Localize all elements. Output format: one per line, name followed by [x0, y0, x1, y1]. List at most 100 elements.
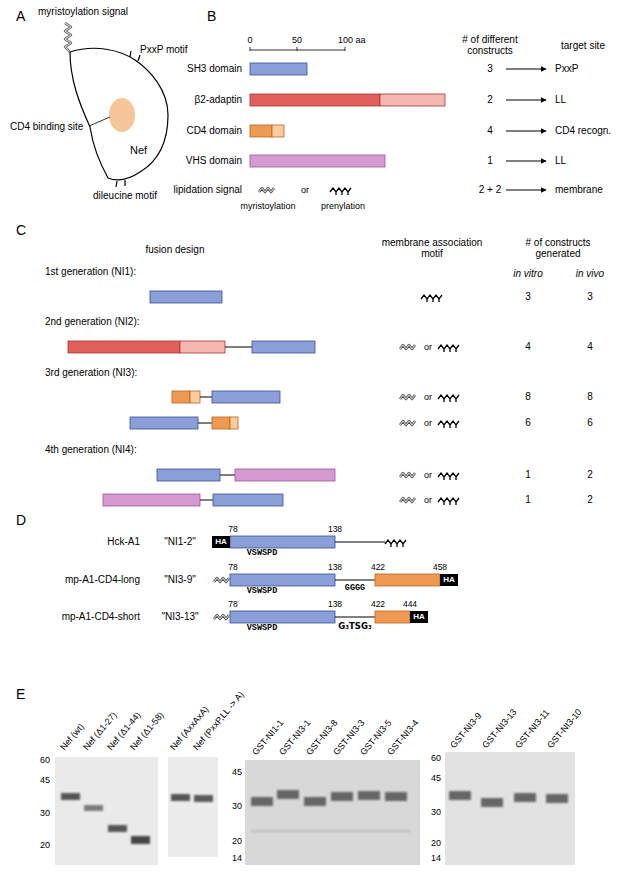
cd4-bar [375, 611, 410, 623]
count: 1 [487, 155, 493, 167]
construct-id: "NI3-13" [161, 611, 198, 623]
count: 2 [587, 494, 593, 506]
protein-outline-shape [60, 42, 175, 187]
cd4-bar [172, 391, 190, 403]
annotation: PxxP motif [140, 44, 188, 56]
sh3-bar [250, 63, 307, 75]
gel-bands [449, 791, 568, 807]
myristoyl-icon [214, 615, 229, 619]
mw-marker: 20 [40, 840, 50, 850]
lane-label: GST-NI3-9 [448, 710, 484, 750]
myristoyl-icon [214, 578, 229, 582]
linker-sequence: G₃TSG₃ [338, 622, 371, 632]
linker-line [225, 347, 252, 348]
mw-marker: 20 [232, 836, 242, 846]
arrows [506, 69, 546, 190]
residue-number: 78 [228, 525, 237, 535]
conjunction: or [424, 495, 432, 505]
residue-number: 458 [433, 563, 447, 573]
gel-band [358, 791, 380, 800]
protein-outline-path [70, 48, 168, 180]
domain-name: SH3 domain [187, 63, 242, 75]
count: 4 [487, 125, 493, 137]
count: 1 [525, 469, 531, 481]
mw-marker: 30 [40, 808, 50, 818]
gel-bands [61, 793, 150, 844]
linker-line [335, 617, 375, 618]
arrow [506, 161, 546, 162]
column-header: target site [561, 40, 605, 52]
mw-marker: 30 [431, 807, 441, 817]
arrow [506, 131, 546, 132]
residue-number: 138 [328, 600, 342, 610]
tag-box: HA [440, 574, 458, 586]
gel-band [385, 792, 407, 801]
vhs-bar [235, 469, 335, 481]
adaptin-bar [180, 341, 225, 353]
count: 6 [587, 417, 593, 429]
count: 3 [525, 291, 531, 303]
target-site: CD4 recogn. [555, 125, 611, 137]
arrow [506, 69, 546, 70]
annotation: CD4 binding site [10, 121, 83, 133]
prenyl-icon [330, 188, 351, 195]
count: 8 [587, 391, 593, 403]
gel [168, 757, 218, 857]
count: 4 [587, 341, 593, 353]
conjunction: or [424, 418, 432, 428]
target-site: LL [555, 155, 566, 167]
cd4-bar [272, 125, 284, 137]
residue-number: 138 [328, 525, 342, 535]
gel-bands [171, 794, 213, 802]
sh3-bar [230, 574, 335, 586]
column-header: in vitro [513, 268, 542, 280]
myristoyl-icon [400, 395, 415, 399]
adaptin-bar [68, 341, 180, 353]
gel-band [171, 794, 190, 801]
gel-band [131, 836, 150, 844]
sequence: VSWSPD [247, 549, 278, 559]
cd4-binding-site [109, 98, 135, 132]
sh3-bar [252, 341, 315, 353]
sh3-bar [150, 291, 222, 303]
generation-label: 2nd generation (NI2): [45, 316, 140, 328]
gel-band [84, 805, 103, 811]
mw-marker: 45 [40, 775, 50, 785]
gel [55, 757, 158, 865]
mw-marker: 30 [232, 801, 242, 811]
linker-line [335, 580, 375, 581]
sh3-bar [130, 417, 198, 429]
leader-line [89, 117, 110, 126]
sh3-bar [212, 391, 280, 403]
cd4-bar [375, 574, 440, 586]
mw-marker: 60 [431, 753, 441, 763]
linker-line [200, 500, 213, 501]
gel-band [304, 797, 326, 806]
linker-line [198, 423, 212, 424]
arrow [506, 190, 546, 191]
node-text: HA [442, 574, 456, 586]
sequence: VSWSPD [247, 587, 278, 597]
gel-bands [251, 790, 411, 832]
sh3-bar [230, 536, 335, 548]
lipid-name: myristoylation [240, 201, 295, 211]
gel-band [514, 793, 536, 802]
prenyl-icon [385, 540, 406, 547]
cd4-bar [250, 125, 272, 137]
count: 4 [525, 341, 531, 353]
count: 1 [525, 494, 531, 506]
count: 8 [525, 391, 531, 403]
linker-line [200, 397, 212, 398]
count: 6 [525, 417, 531, 429]
mw-marker: 45 [232, 767, 242, 777]
gel-band [61, 793, 80, 800]
prenyl-icon [438, 498, 459, 505]
domain-name: CD4 domain [186, 125, 242, 137]
axis-tick: 100 aa [338, 35, 366, 45]
residue-number: 422 [371, 600, 385, 610]
prenyl-icon [438, 395, 459, 402]
gel-band [546, 794, 568, 803]
generation-label: 3rd generation (NI3): [45, 367, 137, 379]
cd4-bar [212, 417, 230, 429]
